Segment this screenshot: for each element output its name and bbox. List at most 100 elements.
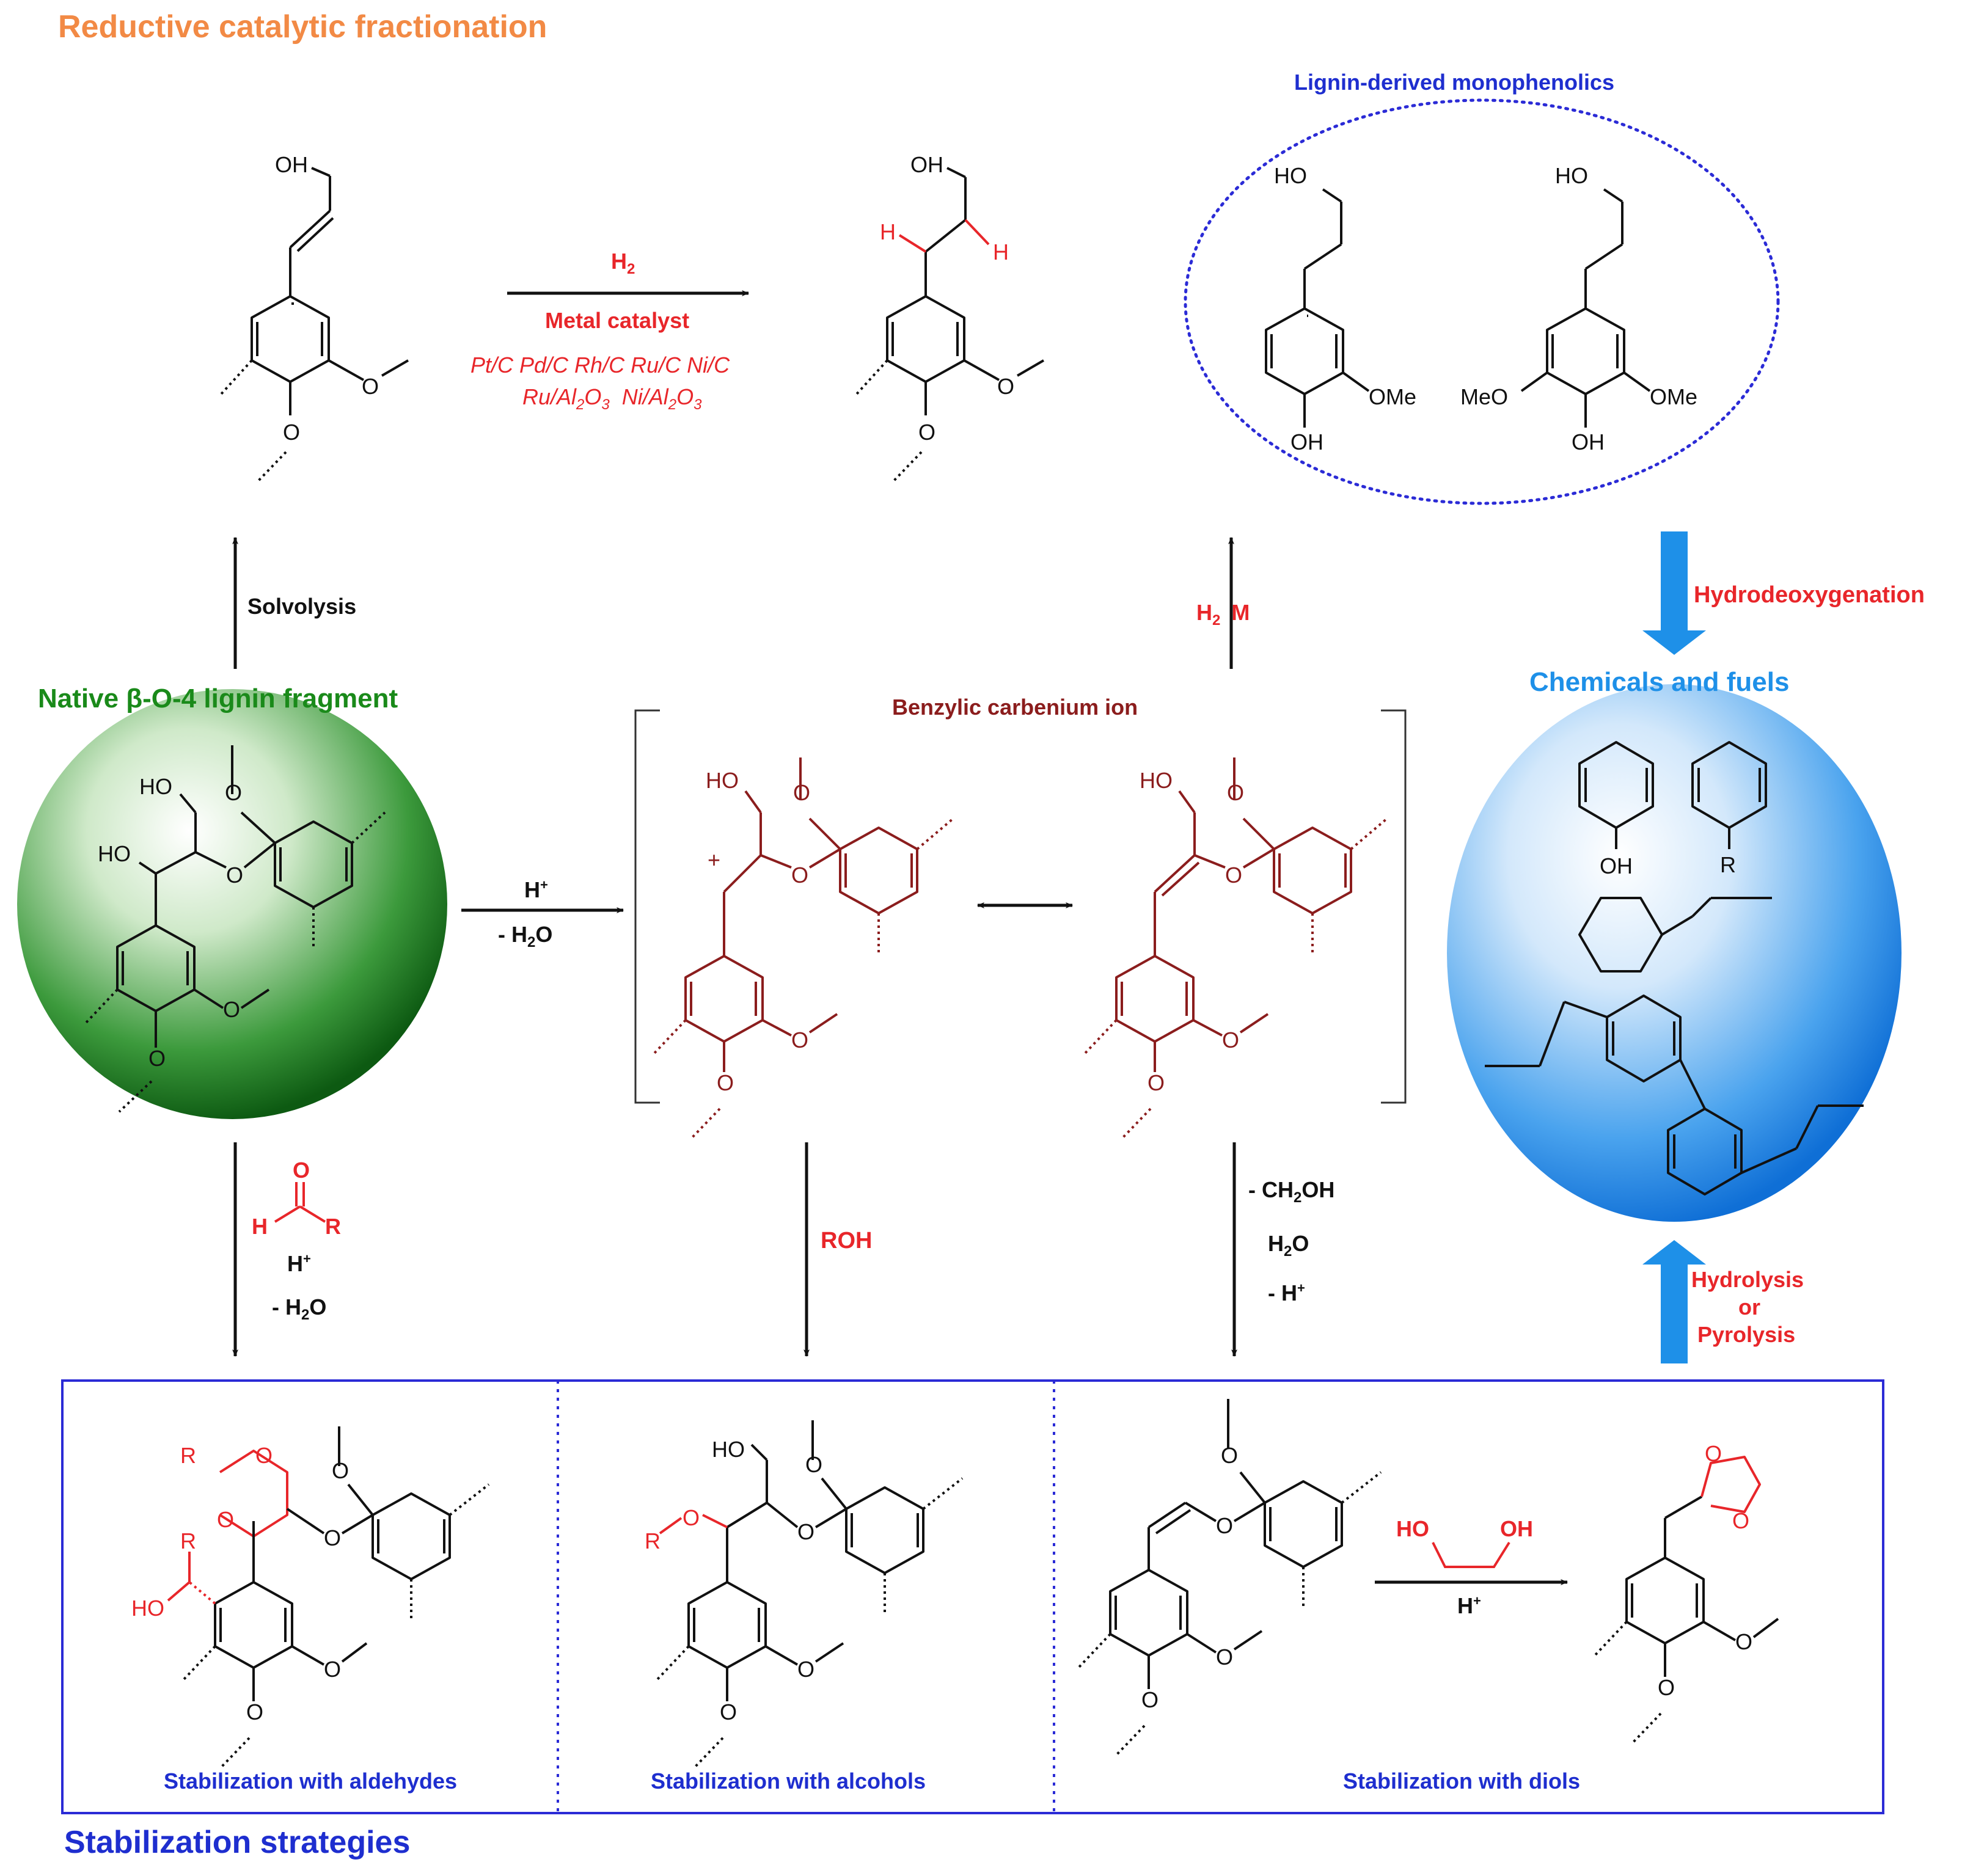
svg-text:O: O [225,780,242,805]
svg-text:O: O [791,863,808,888]
acetal-h-plus-label: H+ [1457,1593,1481,1618]
svg-text:H: H [993,239,1009,265]
svg-text:HO: HO [139,774,172,799]
svg-text:O: O [223,997,240,1022]
stabilization-title: Stabilization strategies [64,1825,411,1860]
h-plus-label: H+ [524,877,548,902]
svg-text:HO: HO [1140,768,1173,793]
carbenium-form-b [1083,757,1388,1141]
svg-text:OH: OH [1572,429,1605,454]
minus-h2o-label: - H2O [498,922,553,951]
guaiacyl-propanol [1265,188,1370,428]
monophenolics-enclosure [1184,98,1780,505]
svg-text:O: O [246,1699,263,1725]
svg-text:OH: OH [1500,1516,1533,1541]
aldehyde-minus-h2o-label: - H2O [272,1294,327,1324]
hydrodeoxygenation-arrow [1642,531,1706,655]
svg-text:O: O [1222,1027,1239,1053]
svg-text:O: O [717,1070,734,1095]
h2o-label: H2O [1268,1231,1309,1260]
chemicals-fuels-title: Chemicals and fuels [1529,667,1790,697]
svg-text:OMe: OMe [1369,384,1416,409]
svg-text:R: R [645,1528,661,1553]
svg-text:O: O [805,1452,822,1477]
native-lignin-title: Native β-O-4 lignin fragment [38,684,398,714]
catalyst-list-1: Pt/C Pd/C Rh/C Ru/C Ni/C [470,352,730,378]
svg-text:HO: HO [712,1437,745,1462]
rcf-title: Reductive catalytic fractionation [58,9,547,45]
bracket-right [1381,709,1407,1104]
svg-text:O: O [293,1158,310,1183]
svg-text:O: O [324,1657,341,1682]
svg-text:O: O [793,780,810,805]
enol-ether-intermediate [1077,1399,1382,1757]
svg-text:O: O [1216,1644,1233,1670]
svg-text:O: O [797,1657,814,1682]
svg-text:O: O [1141,1687,1159,1712]
hydrodeoxygenation-label: Hydrodeoxygenation [1694,582,1925,608]
svg-text:O: O [1658,1675,1675,1700]
svg-text:O: O [362,374,379,399]
syringyl-propanol [1520,188,1651,428]
metal-catalyst-label: Metal catalyst [545,308,690,333]
reaction-arrows [232,290,1568,1585]
minus-h-plus-label: - H+ [1268,1280,1305,1305]
carbenium-title: Benzylic carbenium ion [892,695,1138,720]
svg-text:+: + [708,847,720,872]
svg-text:O: O [791,1027,808,1053]
svg-text:HO: HO [706,768,739,793]
svg-text:OH: OH [275,152,308,177]
svg-text:O: O [1225,863,1242,888]
catalyst-list-2: Ru/Al2O3 Ni/Al2O3 [522,384,702,414]
svg-text:HO: HO [1274,163,1307,188]
svg-text:OH: OH [1600,853,1633,878]
svg-text:O: O [918,420,935,445]
aldehyde-reagent [274,1182,326,1223]
atom-labels: OH O O OH H H O O HO OMe OH HO OMe MeO O… [98,152,1752,1725]
h2-label: H2 [611,249,635,278]
svg-text:O: O [332,1458,349,1483]
carbenium-form-a [653,757,954,1141]
svg-text:O: O [1705,1441,1722,1466]
roh-label: ROH [821,1228,873,1254]
svg-text:HO: HO [131,1596,164,1621]
svg-text:O: O [1216,1513,1233,1538]
svg-text:O: O [283,420,300,445]
aldehyde-stabilized [167,1426,490,1770]
svg-text:O: O [1148,1070,1165,1095]
native-lignin-sphere [17,689,447,1119]
svg-text:H: H [880,219,896,244]
svg-text:OH: OH [910,152,943,177]
alcohol-stabilized [656,1420,964,1770]
svg-text:O: O [720,1699,737,1725]
svg-text:R: R [180,1443,196,1468]
ethylene-glycol [1432,1541,1510,1568]
svg-text:O: O [217,1507,234,1532]
bracket-left [634,709,660,1104]
svg-text:O: O [997,374,1014,399]
native-lignin-structure [84,745,386,1113]
panel-aldehydes-caption: Stabilization with aldehydes [164,1768,458,1794]
svg-text:O: O [148,1046,166,1071]
svg-text:HO: HO [1396,1516,1429,1541]
svg-text:OH: OH [1290,429,1323,454]
svg-text:O: O [797,1519,814,1544]
svg-text:MeO: MeO [1460,384,1508,409]
svg-text:OMe: OMe [1650,384,1697,409]
svg-text:O: O [1221,1443,1238,1468]
svg-text:O: O [324,1525,341,1550]
aldehyde-h-plus-label: H+ [287,1251,311,1276]
svg-text:H: H [252,1214,268,1239]
svg-text:R: R [1720,852,1736,877]
or-label: or [1738,1294,1760,1319]
minus-ch2oh-label: - CH2OH [1248,1177,1335,1206]
svg-text:R: R [325,1214,341,1239]
svg-text:R: R [180,1528,196,1553]
hydrolysis-label: Hydrolysis [1691,1267,1804,1292]
svg-text:O: O [255,1443,273,1468]
svg-text:O: O [1735,1629,1752,1654]
svg-text:O: O [226,863,243,888]
acetal-product [1594,1456,1779,1745]
